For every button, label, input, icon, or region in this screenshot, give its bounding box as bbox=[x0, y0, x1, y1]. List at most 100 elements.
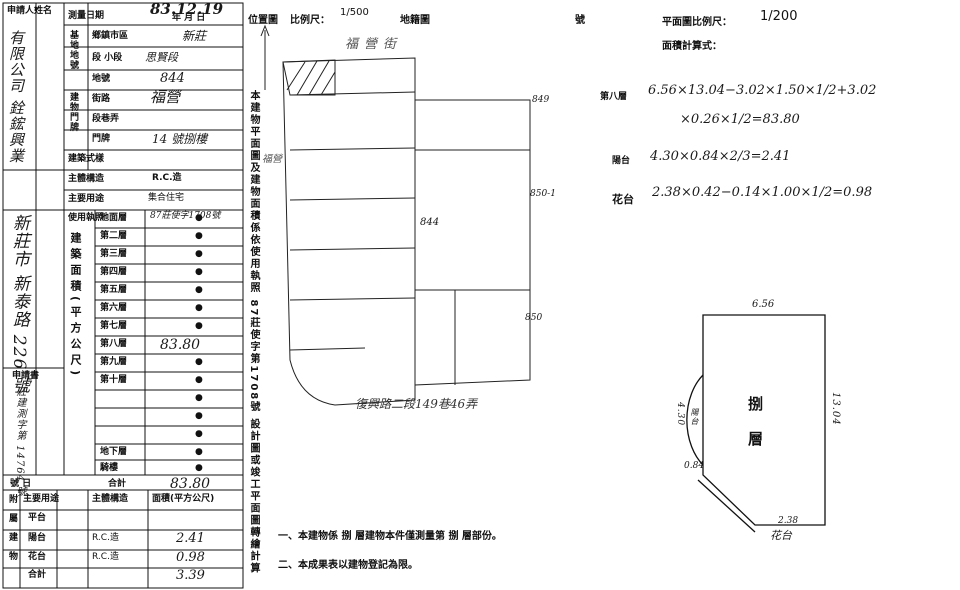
site-street-top: 福營街 bbox=[345, 37, 403, 52]
plan-balcony-tag: 陽台 bbox=[690, 408, 699, 426]
site-lot-center: 844 bbox=[420, 217, 440, 228]
plan-small-dim: 0.84 bbox=[684, 461, 705, 471]
plan-top-dim: 6.56 bbox=[752, 299, 775, 310]
main-structure-label: 主體構造 bbox=[68, 174, 105, 184]
attached-header-area: 面積(平方公尺) bbox=[152, 494, 215, 504]
note-2: 二、本成果表以建物登記為限。 bbox=[278, 560, 418, 571]
floor-row-value: ● bbox=[195, 321, 203, 331]
license-value: 87莊使字1708號 bbox=[150, 211, 221, 221]
measure-date-label: 測量日期 bbox=[68, 11, 105, 21]
number-date-label: 號 日 bbox=[10, 479, 32, 489]
application-label: 申請書 bbox=[12, 371, 40, 381]
floor-row-value: ● bbox=[195, 447, 203, 457]
lot-label: 地號 bbox=[92, 74, 111, 84]
building-label: 建物門牌 bbox=[68, 92, 78, 132]
floor-row-value: ● bbox=[195, 411, 203, 421]
floor-row-name: 第六層 bbox=[100, 303, 128, 313]
site-scale-value: 1/500 bbox=[340, 7, 369, 18]
floor-row-name: 地下層 bbox=[100, 447, 128, 457]
floor-row-name: 第九層 bbox=[100, 357, 128, 367]
attached-row-area: 2.41 bbox=[176, 531, 205, 546]
site-number-suffix: 號 bbox=[575, 15, 585, 26]
applicant-header: 申請人姓名 bbox=[7, 6, 53, 16]
lane-label: 段巷弄 bbox=[92, 114, 120, 124]
attached-row-structure: R.C.造 bbox=[92, 533, 119, 543]
attached-row-area: 0.98 bbox=[176, 550, 205, 565]
floor-row-name: 第八層 bbox=[100, 339, 128, 349]
applicant-name: 有限公司 銓鋐興業 bbox=[7, 30, 25, 164]
section-label: 段 小段 bbox=[92, 53, 123, 63]
attached-row-area: 3.39 bbox=[176, 568, 205, 583]
site-scale-label: 比例尺： bbox=[290, 15, 330, 26]
balcony-formula: 4.30×0.84×2/3=2.41 bbox=[650, 149, 791, 164]
plan-scale-label: 平面圖比例尺： bbox=[662, 17, 732, 28]
floor-row-value: ● bbox=[195, 303, 203, 313]
license-label: 使用執照 bbox=[68, 213, 105, 223]
main-use-label: 主要用途 bbox=[68, 194, 105, 204]
floor8-formula-1: 6.56×13.04−3.02×1.50×1/2+3.02 bbox=[648, 83, 877, 98]
site-plan-drawing bbox=[260, 24, 531, 406]
floor-row-name: 第七層 bbox=[100, 321, 128, 331]
floor-row-value: ● bbox=[195, 429, 203, 439]
application-no: 莊建測字第 14764 號 bbox=[14, 386, 25, 498]
total-value: 83.80 bbox=[170, 476, 211, 492]
plan-room-name-2: 層 bbox=[748, 430, 764, 448]
site-land-label: 地籍圖 bbox=[400, 15, 430, 26]
owner-address: 新莊市 新泰路 226 號 bbox=[9, 214, 29, 395]
floor-row-value: ● bbox=[195, 393, 203, 403]
attached-row-use: 合計 bbox=[28, 570, 47, 580]
total-label: 合計 bbox=[108, 479, 127, 489]
site-lot-east-1: 849 bbox=[532, 95, 550, 105]
attached-row-use: 花台 bbox=[28, 552, 47, 562]
floor-plan-drawing bbox=[686, 314, 826, 533]
plan-left-dim: 4.30 bbox=[675, 402, 685, 427]
number-label: 門牌 bbox=[92, 134, 111, 144]
floor-row-value: ● bbox=[195, 375, 203, 385]
floor-row-name: 第五層 bbox=[100, 285, 128, 295]
attached-row-structure: R.C.造 bbox=[92, 552, 119, 562]
floor8-formula-2: ×0.26×1/2=83.80 bbox=[680, 112, 800, 127]
plan-bottom-dim: 2.38 bbox=[778, 516, 799, 526]
balcony-label: 陽台 bbox=[612, 156, 631, 166]
site-lot-west: 福營 bbox=[262, 154, 282, 165]
measure-date-value: 83.12.19 bbox=[150, 0, 224, 18]
attached-header-use: 主要用途 bbox=[23, 494, 60, 504]
plan-right-dim: 13.04 bbox=[830, 392, 841, 426]
plan-planter-tag: 花台 bbox=[770, 529, 792, 542]
note-1: 一、本建物係 捌 層建物本件僅測量第 捌 層部份。 bbox=[278, 531, 502, 542]
street-label: 街路 bbox=[92, 94, 111, 104]
plan-calc-label: 面積計算式： bbox=[662, 41, 722, 52]
floor-row-value: ● bbox=[195, 267, 203, 277]
main-structure-value: R.C.造 bbox=[152, 173, 182, 183]
attached-header-structure: 主體構造 bbox=[92, 494, 129, 504]
floor-row-value: ● bbox=[195, 249, 203, 259]
floor-row-value: ● bbox=[195, 231, 203, 241]
plan-scale-value: 1/200 bbox=[760, 9, 798, 24]
township-label: 鄉鎮市區 bbox=[92, 31, 129, 41]
floor-row-value: ● bbox=[195, 213, 203, 223]
floor-row-value: ● bbox=[195, 463, 203, 473]
plan-room-name-1: 捌 bbox=[748, 395, 764, 413]
attached-row-use: 平台 bbox=[28, 513, 47, 523]
base-location-label: 基地地號 bbox=[68, 30, 78, 70]
township-value: 新莊 bbox=[182, 29, 207, 43]
floor-row-name: 第十層 bbox=[100, 375, 128, 385]
site-side-note: 本建物平面圖及建物面積係依使用執照 87莊使字第1708號 設計圖或竣工平面圖轉… bbox=[248, 90, 259, 575]
lot-value: 844 bbox=[160, 71, 185, 86]
floor-row-value: ● bbox=[195, 285, 203, 295]
measure-date-units: 年 月 日 bbox=[172, 13, 206, 23]
floor-row-name: 騎樓 bbox=[100, 463, 119, 473]
floor-row-name: 地面層 bbox=[100, 213, 128, 223]
street-value: 福營 bbox=[150, 88, 181, 106]
main-use-value: 集合住宅 bbox=[148, 193, 185, 203]
floor-row-value: 83.80 bbox=[160, 337, 201, 353]
floor8-label: 第八層 bbox=[600, 92, 628, 102]
attached-label: 附屬建物 bbox=[7, 494, 17, 570]
floor-row-name: 第三層 bbox=[100, 249, 128, 259]
floor-row-value: ● bbox=[195, 357, 203, 367]
planter-formula: 2.38×0.42−0.14×1.00×1/2=0.98 bbox=[652, 185, 873, 200]
site-lot-east-2: 850-1 bbox=[530, 189, 556, 199]
site-plan-label: 位置圖 bbox=[248, 15, 278, 26]
